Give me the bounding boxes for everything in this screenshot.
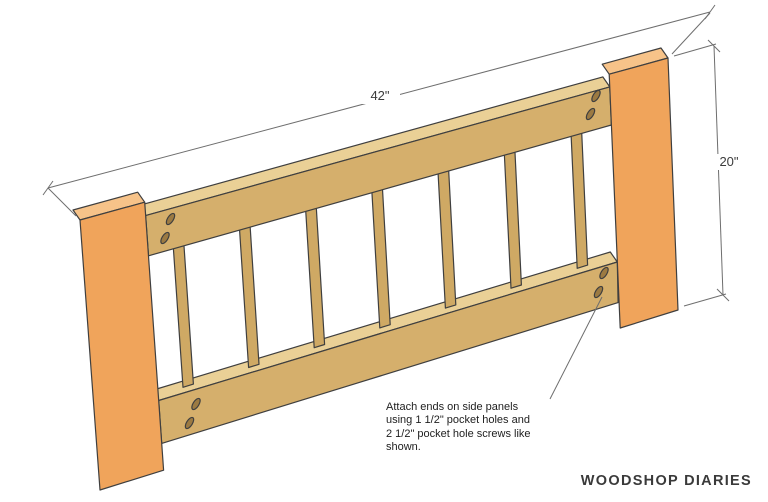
right-post-front-face xyxy=(608,57,679,329)
height-dimension-line xyxy=(713,45,724,296)
pocket-hole xyxy=(191,397,201,411)
height-extension-line-bottom xyxy=(683,293,727,307)
pocket-hole xyxy=(593,285,604,299)
left-post-front-face xyxy=(79,201,165,491)
pocket-hole-annotation: Attach ends on side panels using 1 1/2" … xyxy=(386,401,531,454)
pocket-hole xyxy=(591,89,601,103)
spindle-1 xyxy=(172,239,194,388)
pocket-holes xyxy=(160,89,609,430)
right-post xyxy=(601,47,679,329)
width-dimension-label: 42" xyxy=(360,88,400,104)
left-post xyxy=(72,191,165,491)
height-dimension-label: 20" xyxy=(709,154,749,170)
width-extension-line-left xyxy=(47,187,77,217)
woodshop-diaries-logo: WOODSHOP DIARIES xyxy=(580,473,752,489)
height-extension-line-top xyxy=(673,43,717,57)
width-extension-line-right xyxy=(671,12,711,55)
pocket-hole xyxy=(585,107,596,121)
pocket-hole xyxy=(599,266,609,280)
spindle-4 xyxy=(371,183,391,329)
spindle-7 xyxy=(570,126,589,269)
height-tick-bottom xyxy=(716,288,730,302)
pocket-hole xyxy=(160,231,170,245)
pocket-hole xyxy=(184,416,195,430)
spindle-6 xyxy=(503,145,523,289)
spindle-5 xyxy=(437,164,457,309)
width-tick-left xyxy=(42,180,54,196)
spindle-3 xyxy=(304,202,326,349)
width-tick-right xyxy=(704,4,716,20)
spindle-2 xyxy=(238,220,260,369)
height-tick-top xyxy=(707,39,721,53)
pocket-hole xyxy=(165,212,176,226)
annotation-leader-line xyxy=(549,296,603,400)
